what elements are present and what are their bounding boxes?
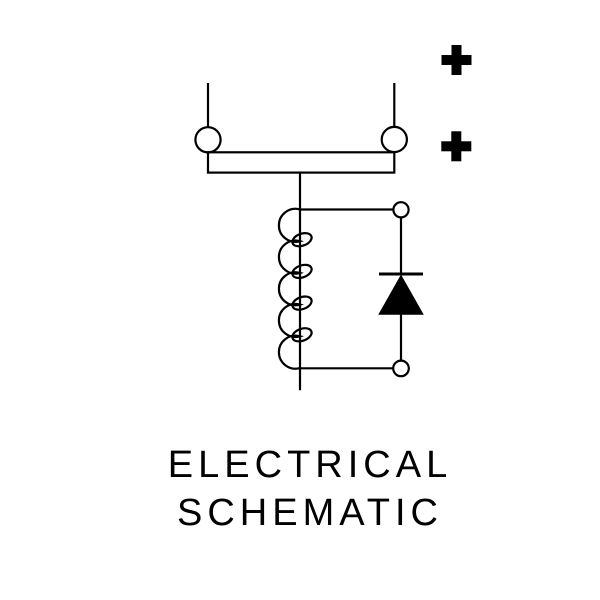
diode-top-terminal (392, 201, 410, 219)
plus-icon-bottom-vbar (451, 131, 462, 162)
caption-line2: SCHEMATIC (177, 492, 443, 534)
diode-bottom-terminal (392, 359, 410, 378)
caption-line1: ELECTRICAL (167, 444, 453, 486)
armature-bar (206, 151, 396, 174)
right-contact-circle (380, 125, 408, 154)
caption: ELECTRICAL SCHEMATIC (160, 441, 460, 537)
plus-icon-bottom (441, 131, 472, 162)
plus-icon-top-vbar (451, 45, 462, 75)
contacts (194, 125, 408, 174)
coil-loop-2 (291, 263, 313, 280)
terminal-leads (206, 83, 396, 128)
coil-loop-4 (291, 327, 313, 343)
left-contact-circle (194, 126, 222, 154)
diode-triangle (378, 274, 424, 315)
coil-arcs (277, 207, 304, 370)
coil-loop-3 (291, 295, 313, 311)
solenoid-coil (277, 207, 313, 370)
coil-loop-1 (291, 232, 313, 248)
plus-icon-top (441, 45, 472, 75)
flyback-diode-branch (300, 201, 424, 378)
